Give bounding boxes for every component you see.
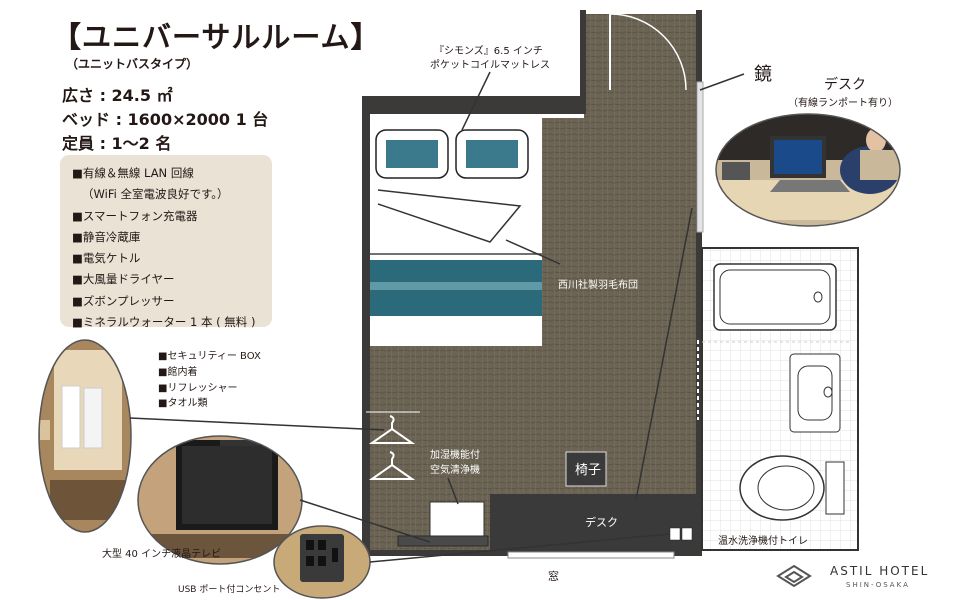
tv-label: 大型 40 インチ液晶テレビ: [102, 549, 222, 560]
air-purifier-label-line2: 空気清浄機: [430, 465, 480, 476]
pillow: [455, 129, 529, 179]
tv-unit: [397, 535, 489, 547]
air-purifier: [429, 501, 485, 539]
amenity-item: ■ズボンプレッサー: [72, 293, 175, 308]
drain-icon: [813, 291, 823, 303]
chair: [565, 451, 607, 487]
amenity-panel: [60, 155, 272, 327]
leader-lines: [129, 71, 745, 563]
amenity-list: ■有線＆無線 LAN 回線 （WiFi 全室電波良好です。） ■スマートフォン充…: [72, 163, 255, 333]
mattress-label-line2: ポケットコイルマットレス: [430, 60, 550, 71]
page-title: 【ユニバーサルルーム】: [52, 20, 381, 54]
closet-item: ■セキュリティー BOX: [158, 351, 261, 362]
hotel-name: ASTIL HOTEL: [830, 564, 930, 578]
tv-photo: [138, 436, 302, 564]
sink: [789, 353, 841, 433]
amenity-item: ■有線＆無線 LAN 回線: [72, 166, 194, 180]
desk-photo: [716, 114, 900, 226]
amenity-item: ■スマートフォン充電器: [72, 208, 198, 223]
chair-label: 椅子: [575, 463, 602, 478]
mirror: [696, 81, 704, 233]
desk-subtitle-label: （有線ランポート有り）: [788, 98, 898, 109]
entry-door: [609, 13, 687, 91]
amenity-item: ■静音冷蔵庫: [72, 229, 141, 244]
spec-capacity: 定員 : 1〜2 名: [62, 134, 172, 153]
duvet-label: 西川社製羽毛布団: [558, 280, 638, 291]
bathtub: [713, 263, 837, 331]
closet-item: ■タオル類: [158, 398, 208, 410]
closet-photo: [39, 340, 131, 532]
window-label: 窓: [548, 570, 559, 583]
outlet-label: USB ポート付コンセント: [178, 585, 281, 595]
closet-item: ■リフレッシャー: [158, 382, 238, 394]
bathroom: [697, 247, 859, 551]
mattress-label-line1: 『シモンズ』6.5 インチ: [434, 46, 543, 57]
hotel-location: SHIN-OSAKA: [846, 581, 910, 589]
room-type-subtitle: （ユニットバスタイプ）: [66, 57, 199, 71]
toilet: [739, 455, 845, 521]
amenity-item: ■ミネラルウォーター 1 本 ( 無料 ): [72, 315, 256, 330]
amenity-item: ■電気ケトル: [72, 251, 141, 266]
desk-title-label: デスク: [824, 77, 866, 93]
bed: [370, 118, 542, 346]
amenity-item: ■大風量ドライヤー: [72, 272, 175, 287]
closet-item-list: ■セキュリティー BOX ■館内着 ■リフレッシャー ■タオル類: [158, 349, 261, 412]
spec-area: 広さ : 24.5 ㎡: [62, 86, 173, 105]
astil-hotel-logo-icon: [776, 564, 812, 588]
air-purifier-label-line1: 加湿機能付: [430, 450, 480, 461]
toilet-label: 温水洗浄機付トイレ: [718, 536, 808, 547]
amenity-item: （WiFi 全室電波良好です。）: [82, 187, 229, 202]
mirror-label: 鏡: [754, 64, 772, 85]
desk-plan-label: デスク: [585, 516, 618, 529]
spec-bed: ベッド : 1600×2000 1 台: [62, 110, 269, 129]
pillow: [375, 129, 449, 179]
hanger-icon: [368, 415, 416, 480]
outlet-photo: [274, 526, 370, 598]
closet-item: ■館内着: [158, 366, 198, 378]
window: [507, 551, 675, 559]
